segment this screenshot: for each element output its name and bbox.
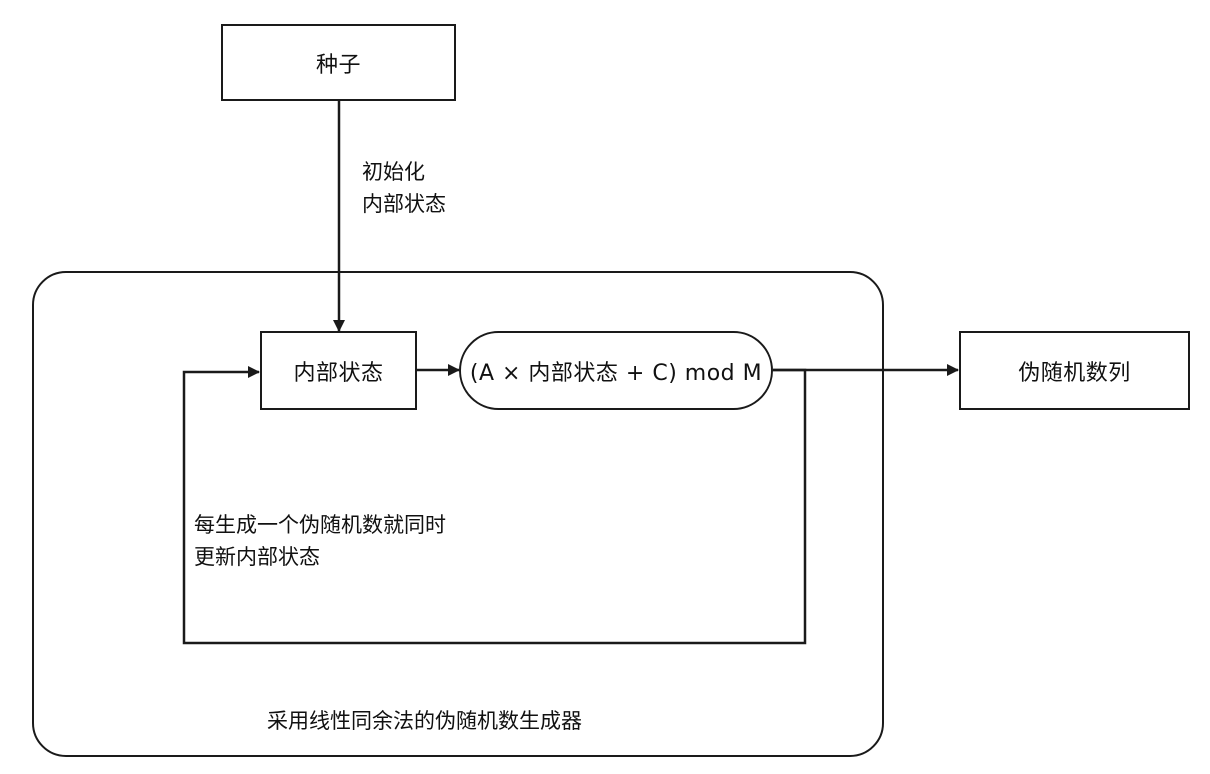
generator-container (32, 271, 884, 757)
feedback-label: 每生成一个伪随机数就同时 更新内部状态 (194, 509, 446, 573)
formula-box: (A × 内部状态 + C) mod M (459, 331, 773, 410)
output-box: 伪随机数列 (959, 331, 1190, 410)
feedback-loop-arrow (182, 366, 807, 645)
seed-label: 种子 (315, 52, 361, 78)
init-label: 初始化 内部状态 (362, 156, 446, 220)
internal-state-box: 内部状态 (260, 331, 417, 410)
seed-box: 种子 (221, 24, 456, 101)
output-label: 伪随机数列 (1018, 360, 1131, 386)
feedback-label-line2: 更新内部状态 (194, 545, 320, 569)
formula-label: (A × 内部状态 + C) mod M (469, 360, 763, 386)
feedback-label-line1: 每生成一个伪随机数就同时 (194, 513, 446, 537)
internal-state-label: 内部状态 (293, 360, 384, 386)
container-caption: 采用线性同余法的伪随机数生成器 (267, 709, 582, 733)
init-label-line2: 内部状态 (362, 192, 446, 216)
init-label-line1: 初始化 (362, 160, 425, 184)
